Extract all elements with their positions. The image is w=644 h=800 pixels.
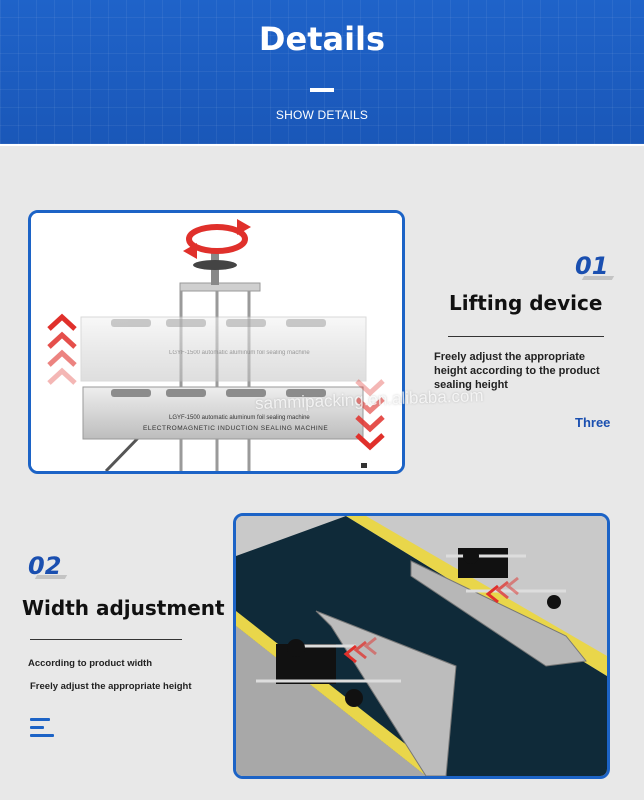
section-number-01: 01 bbox=[575, 252, 609, 280]
lifting-device-heading: Lifting device bbox=[449, 291, 603, 315]
lifting-device-photo: LGYF-1500 automatic aluminum foil sealin… bbox=[28, 210, 405, 474]
title-underline bbox=[310, 88, 334, 92]
number-underline-01 bbox=[581, 276, 615, 280]
lifting-device-description: Freely adjust the appropriate height acc… bbox=[434, 351, 600, 391]
lifting-device-illustration: LGYF-1500 automatic aluminum foil sealin… bbox=[31, 213, 402, 471]
down-chevrons-icon bbox=[355, 379, 385, 451]
divider-2 bbox=[30, 639, 182, 640]
width-adjustment-illustration bbox=[236, 516, 607, 776]
three-label: Three bbox=[575, 415, 611, 430]
page-title: Details bbox=[258, 20, 386, 58]
lower-machine-label: LGYF-1500 automatic aluminum foil sealin… bbox=[169, 415, 310, 421]
menu-lines-icon bbox=[30, 716, 56, 740]
header-banner: Details SHOW DETAILS bbox=[0, 0, 644, 146]
number-underline-02 bbox=[34, 575, 68, 579]
upper-machine-label: LGYF-1500 automatic aluminum foil sealin… bbox=[169, 350, 310, 356]
divider-1 bbox=[448, 336, 604, 337]
width-adjustment-line-2: Freely adjust the appropriate height bbox=[30, 681, 192, 692]
lower-machine-label-2: ELECTROMAGNETIC INDUCTION SEALING MACHIN… bbox=[143, 425, 328, 432]
page-subtitle: SHOW DETAILS bbox=[275, 108, 369, 122]
width-adjustment-heading: Width adjustment bbox=[22, 596, 225, 620]
width-adjustment-line-1: According to product width bbox=[28, 658, 153, 669]
rotate-arrows-icon bbox=[183, 219, 251, 259]
up-chevrons-icon bbox=[47, 313, 77, 385]
width-adjustment-photo bbox=[233, 513, 610, 779]
